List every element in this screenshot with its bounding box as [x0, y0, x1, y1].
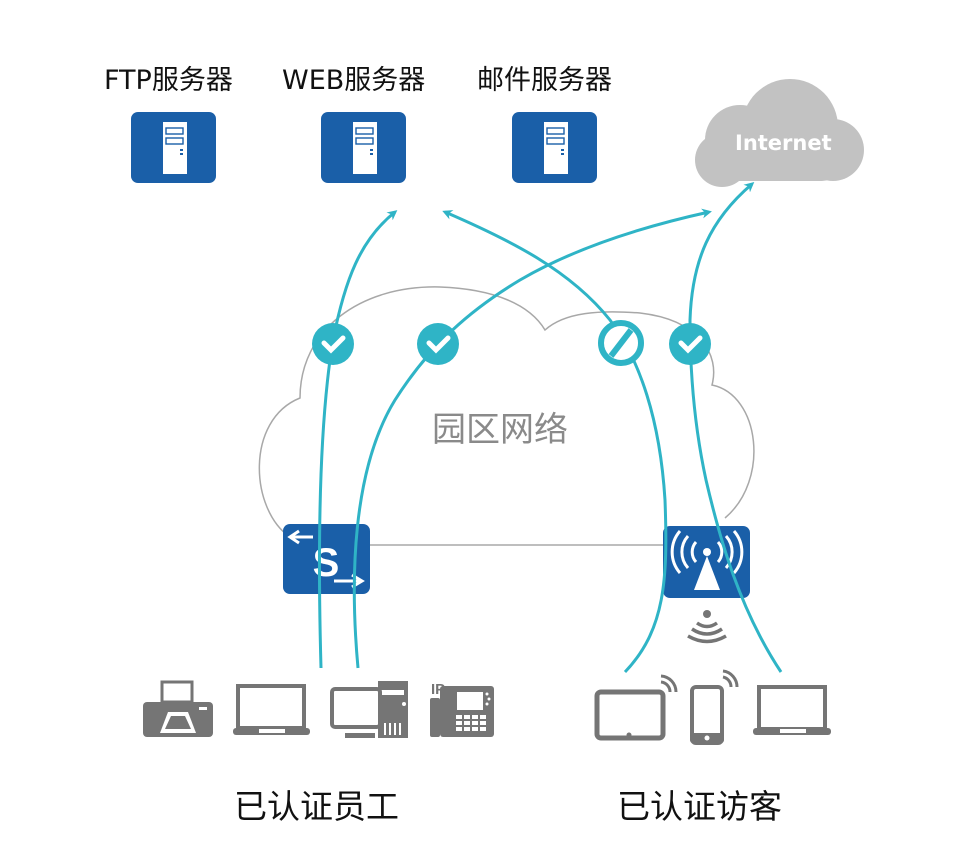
mail-server-label: 邮件服务器 [477, 65, 612, 96]
flow-employee-to-web [317, 210, 398, 669]
blocked-badge-icon [598, 320, 644, 366]
web-server-icon [321, 112, 406, 183]
ftp-server-label: FTP服务器 [104, 65, 233, 96]
internet-cloud-icon [695, 79, 864, 187]
allowed-badge-icon [417, 323, 459, 365]
wifi-signal-icon [687, 610, 727, 644]
internet-label: Internet [735, 131, 832, 155]
allowed-badge-icon [669, 323, 711, 365]
ftp-server-icon [131, 112, 216, 183]
laptop-icon [233, 684, 310, 735]
flow-guest-to-web-blocked [442, 210, 668, 674]
allowed-badge-icon [312, 323, 354, 365]
tablet-icon [594, 674, 678, 741]
flow-guest-to-internet [688, 182, 783, 673]
switch-glyph: S [313, 541, 340, 585]
printer-icon [143, 680, 213, 737]
mail-server-icon [512, 112, 597, 183]
web-server-label: WEB服务器 [282, 65, 426, 96]
campus-network-label: 园区网络 [432, 410, 568, 450]
campus-network-cloud [258, 286, 755, 546]
smartphone-icon [690, 669, 739, 745]
laptop-icon [753, 685, 831, 735]
desktop-pc-icon [330, 681, 408, 738]
switch-icon: S [283, 524, 370, 594]
wireless-ap-icon [663, 526, 750, 598]
authenticated-guests-label: 已认证访客 [617, 787, 782, 826]
authenticated-employees-label: 已认证员工 [234, 787, 399, 826]
ip-phone-icon: IP [430, 681, 494, 737]
